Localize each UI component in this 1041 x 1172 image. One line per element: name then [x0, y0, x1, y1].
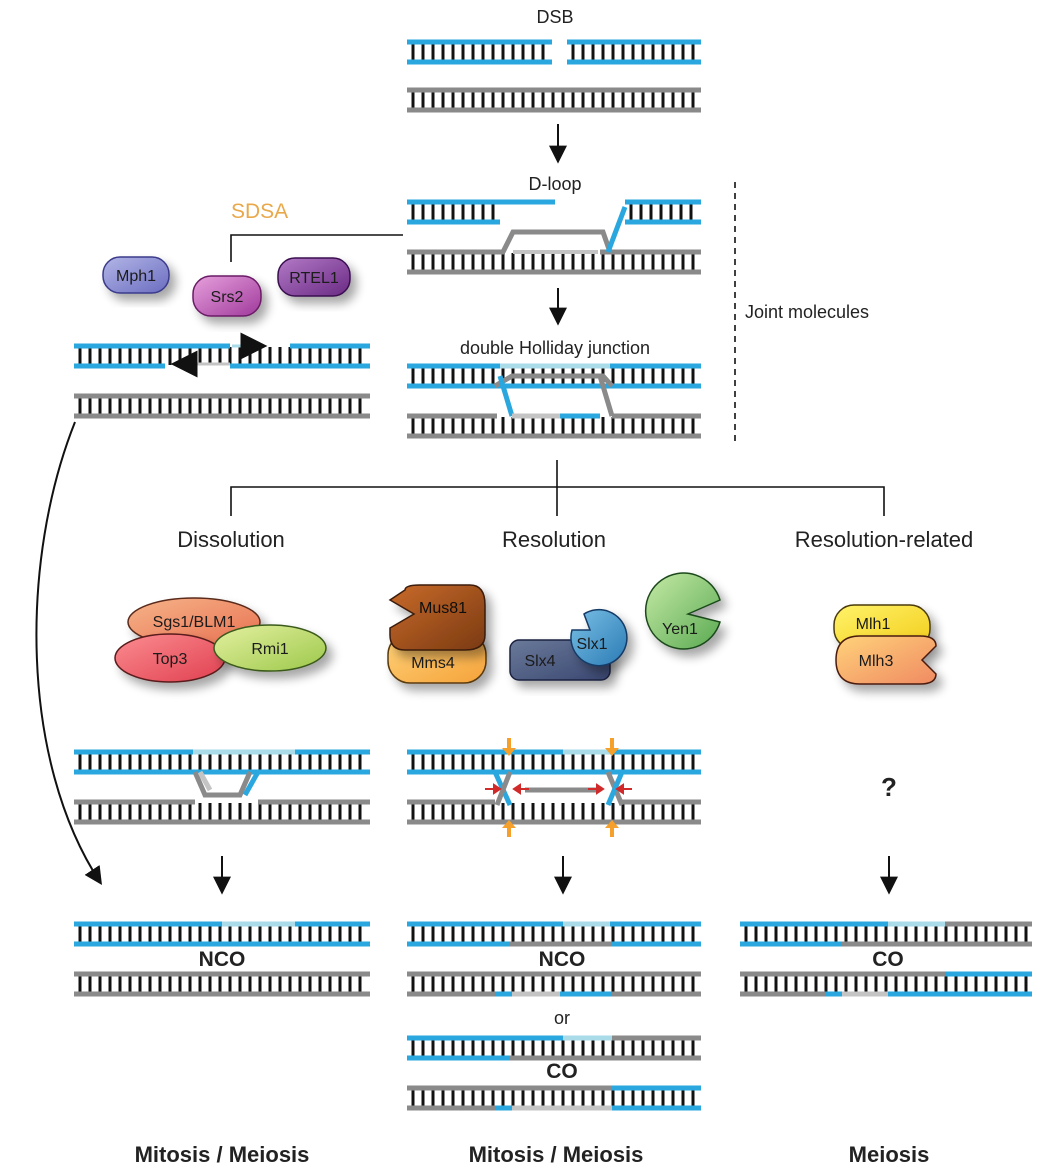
resolution-top-duplex: [407, 749, 701, 775]
mid-nco-bottom: [407, 971, 701, 997]
dloop-label: D-loop: [528, 174, 581, 194]
svg-text:Slx1: Slx1: [576, 636, 607, 653]
resolution-heading: Resolution: [502, 527, 606, 552]
dloop-template: [407, 249, 701, 275]
dissolution-strands: [192, 770, 261, 798]
slx1-protein: Slx1: [570, 608, 628, 667]
dna-duplexes: [74, 39, 1032, 1111]
resolution-related-heading: Resolution-related: [795, 527, 974, 552]
dsb-broken-duplex-right: [567, 39, 701, 65]
mid-nco-top: [407, 921, 701, 947]
yen1-protein: Yen1: [644, 572, 721, 650]
orange-arrow-icon: [502, 738, 516, 756]
dhj-strands: [493, 373, 615, 419]
resolution-strands: [492, 770, 625, 807]
mph1-protein: Mph1: [102, 256, 170, 294]
sdsa-extension-arrows: [170, 332, 268, 378]
top3-protein: Top3: [114, 633, 226, 683]
mid-nco-label: NCO: [539, 948, 586, 971]
dissolution-bottom-duplex: [74, 799, 370, 825]
left-nco-top: [74, 921, 370, 947]
sdsa-template-duplex: [74, 393, 370, 419]
orange-arrow-icon: [605, 820, 619, 837]
sdsa-label: SDSA: [231, 200, 288, 223]
footer-left: Mitosis / Meiosis: [135, 1142, 310, 1167]
svg-text:Mms4: Mms4: [411, 655, 455, 672]
dloop-top-right: [625, 199, 701, 225]
dhj-label: double Holliday junction: [460, 338, 650, 358]
svg-text:RTEL1: RTEL1: [289, 270, 339, 287]
svg-text:Mus81: Mus81: [419, 600, 467, 617]
dloop-strands: [500, 206, 628, 254]
orange-arrow-icon: [502, 820, 516, 837]
resolution-bottom-duplex: [407, 799, 701, 825]
mus81-protein: Mus81: [388, 584, 486, 651]
dsb-broken-duplex-left: [407, 39, 552, 65]
cleavage-arrows: [485, 738, 632, 837]
mid-co-top: [407, 1035, 701, 1061]
srs2-protein: Srs2: [192, 275, 262, 317]
dhj-top-duplex: [407, 363, 701, 389]
svg-text:Mph1: Mph1: [116, 268, 156, 285]
branch-lines: [230, 182, 885, 516]
red-arrow-icon: [485, 783, 632, 795]
svg-text:Slx4: Slx4: [524, 653, 555, 670]
unknown-mechanism-mark: ?: [881, 772, 897, 802]
process-arrows: [35, 124, 898, 895]
right-co-label: CO: [872, 948, 904, 971]
footer-right: Meiosis: [849, 1142, 930, 1167]
svg-text:Rmi1: Rmi1: [251, 641, 288, 658]
mid-co-bottom: [407, 1085, 701, 1111]
right-co-top: [740, 921, 1032, 947]
left-nco-label: NCO: [199, 948, 246, 971]
or-label: or: [554, 1008, 570, 1028]
svg-text:Top3: Top3: [153, 651, 188, 668]
svg-text:Mlh3: Mlh3: [859, 653, 894, 670]
dissolution-top-duplex: [74, 749, 370, 775]
svg-text:Sgs1/BLM1: Sgs1/BLM1: [153, 614, 236, 631]
dloop-top-left: [407, 199, 555, 225]
dsb-template-duplex: [407, 87, 701, 113]
joint-molecules-label: Joint molecules: [745, 302, 869, 322]
svg-text:Srs2: Srs2: [211, 289, 244, 306]
dsb-label: DSB: [536, 7, 573, 27]
rtel1-protein: RTEL1: [277, 257, 351, 297]
mlh3-protein: Mlh3: [835, 635, 937, 685]
dhj-bottom-duplex: [407, 413, 701, 439]
left-nco-bottom: [74, 971, 370, 997]
mid-co-label: CO: [546, 1060, 578, 1083]
right-co-bottom: [740, 971, 1032, 997]
svg-text:Mlh1: Mlh1: [856, 616, 891, 633]
orange-arrow-icon: [605, 738, 619, 756]
svg-text:Yen1: Yen1: [662, 621, 698, 638]
rmi1-protein: Rmi1: [213, 624, 327, 672]
dissolution-heading: Dissolution: [177, 527, 285, 552]
footer-middle: Mitosis / Meiosis: [469, 1142, 644, 1167]
